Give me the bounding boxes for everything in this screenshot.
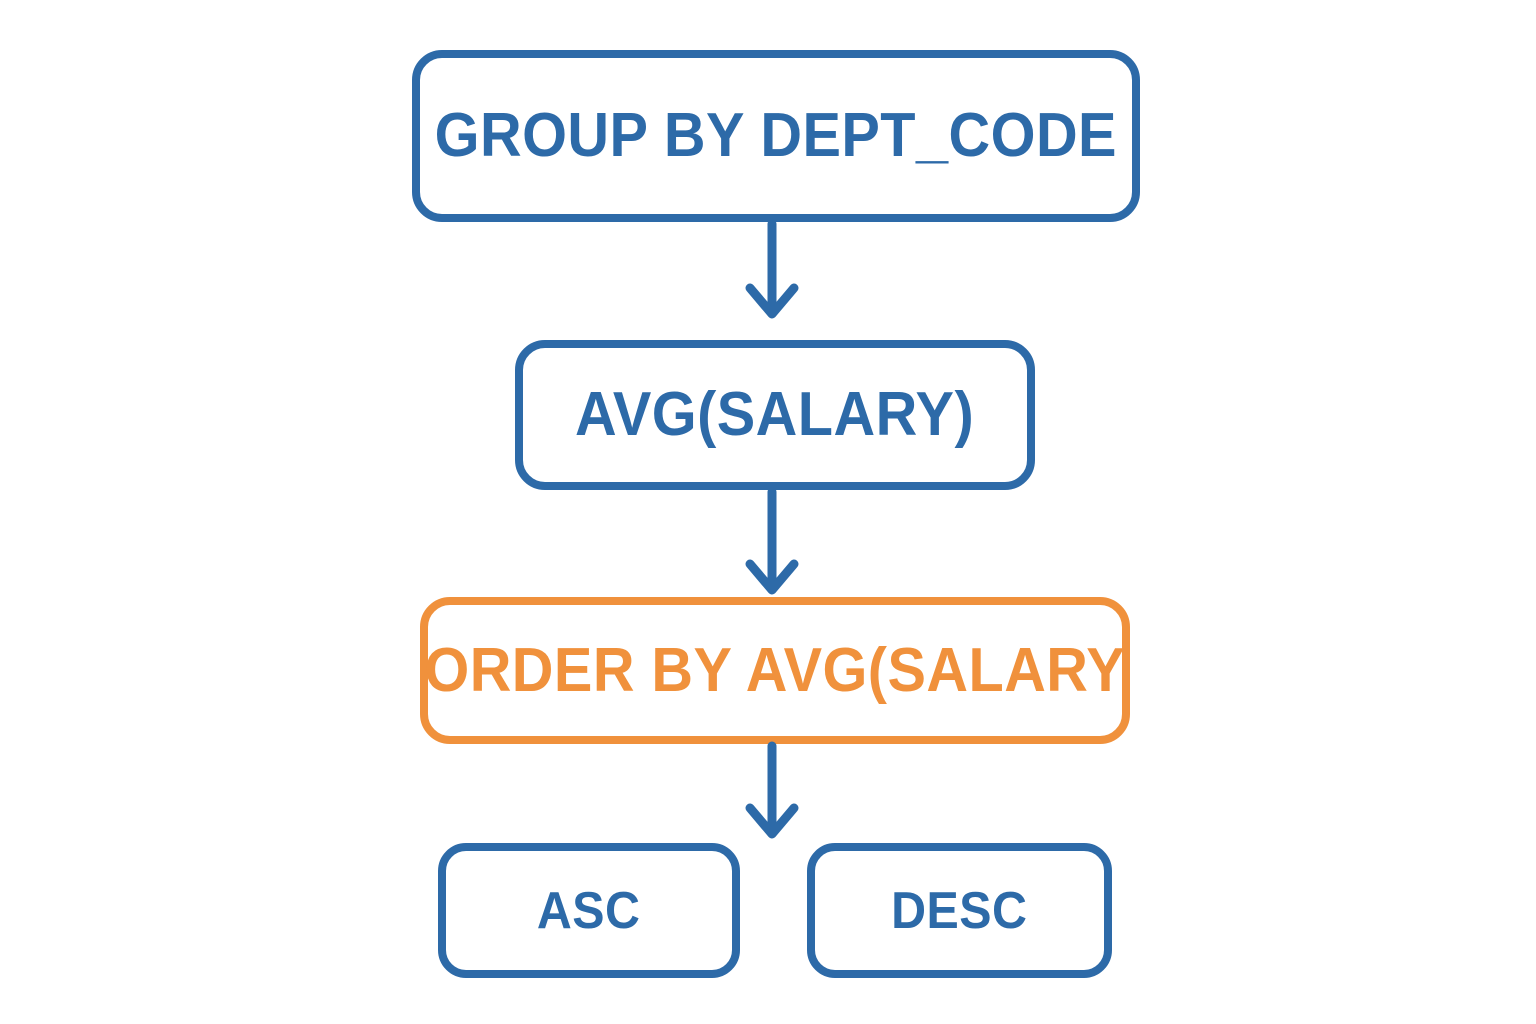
node-label: DESC xyxy=(891,881,1028,940)
node-desc: DESC xyxy=(807,843,1112,978)
node-asc: ASC xyxy=(438,843,740,978)
node-label: ASC xyxy=(537,881,641,940)
node-group-by-dept-code: GROUP BY DEPT_CODE xyxy=(412,50,1140,222)
node-label: ORDER BY AVG(SALARY xyxy=(424,635,1126,705)
node-label: GROUP BY DEPT_CODE xyxy=(434,101,1118,170)
arrow-down-icon xyxy=(745,741,799,839)
arrow-down-icon xyxy=(745,487,799,595)
node-avg-salary: AVG(SALARY) xyxy=(515,340,1035,490)
arrow-down-icon xyxy=(745,219,799,319)
node-order-by-avg-salary: ORDER BY AVG(SALARY xyxy=(420,597,1130,744)
node-label: AVG(SALARY) xyxy=(575,380,975,449)
